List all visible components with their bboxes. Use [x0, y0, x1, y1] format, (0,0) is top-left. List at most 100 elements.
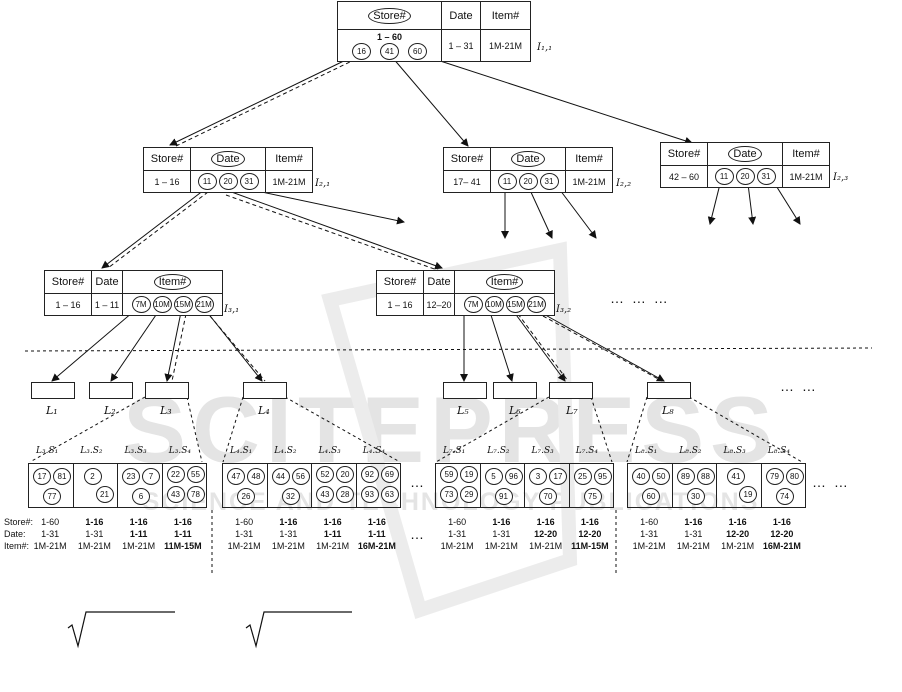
root-pointer-2: 41 — [380, 42, 399, 60]
date-pointer-2: 20 — [518, 173, 538, 190]
range-value: 12-20 — [726, 529, 750, 539]
range-value: 1-11 — [129, 529, 148, 539]
range-value: 1M-21M — [227, 541, 261, 551]
date-header-oval: Date — [728, 146, 762, 162]
date-pointer-3: 31 — [239, 173, 259, 190]
range-value: 1M-21M — [77, 541, 111, 551]
date-pointer-1: 11 — [197, 173, 217, 190]
leaf-node-7 — [549, 382, 593, 399]
item-pointer-2: 10M — [152, 296, 172, 313]
item-pointer-2: 10M — [484, 296, 504, 313]
range-value: 1-16 — [173, 517, 192, 527]
leaf-node-2 — [89, 382, 133, 399]
segment-label: L₃.S₂ — [80, 446, 103, 456]
range-value: 12-20 — [770, 529, 794, 539]
range-value: 1M-21M — [632, 541, 666, 551]
level3-node-2-label: I₃,₂ — [556, 304, 572, 315]
root-pointer-1: 16 — [352, 42, 371, 60]
store-header: Store# — [144, 148, 191, 170]
record-circle: 50 — [652, 468, 670, 485]
item-header: Item# — [491, 9, 520, 22]
level2-node-1-label: I₂,₁ — [315, 178, 331, 189]
range-value: 1-31 — [640, 529, 659, 539]
leaf-node-8 — [647, 382, 691, 399]
node-store-range: 1 – 16 — [377, 294, 424, 315]
record-circle: 93 — [360, 486, 379, 503]
range-value: 1-16 — [684, 517, 703, 527]
date-header: Date — [92, 271, 123, 293]
ellipsis-groups-1: … — [410, 474, 426, 490]
record-circle: 47 — [227, 468, 245, 485]
segment-label: L₈.S₃ — [723, 446, 746, 456]
record-circle: 89 — [676, 468, 695, 485]
range-value: 1M-21M — [529, 541, 563, 551]
record-circle: 19 — [739, 486, 757, 503]
range-value: 1-16 — [492, 517, 511, 527]
level2-node-3: Store# Date Item# 42 – 60 11 20 31 1M-21… — [660, 142, 830, 188]
record-circle: 20 — [336, 466, 354, 483]
leaf-node-3 — [145, 382, 189, 399]
range-value: 12-20 — [534, 529, 558, 539]
ellipsis-leaves: … … — [780, 378, 818, 394]
segment-label: L₈.S₁ — [635, 446, 658, 456]
leaf-node-6 — [493, 382, 537, 399]
record-circle: 21 — [95, 486, 114, 503]
record-circle: 88 — [696, 468, 715, 485]
range-value: 11M-15M — [164, 541, 202, 551]
record-circle: 74 — [775, 488, 794, 505]
record-circle: 80 — [785, 468, 804, 485]
segment-label: L₇.S₁ — [443, 446, 466, 456]
record-circle: 29 — [460, 486, 478, 503]
root-node-label: I₁,₁ — [537, 42, 553, 53]
range-value: 1-31 — [279, 529, 298, 539]
range-value: 1M-21M — [122, 541, 156, 551]
record-circle: 92 — [360, 466, 379, 483]
segment-label: L₃.S₃ — [124, 446, 147, 456]
leaf-label-2: L₂ — [104, 404, 116, 417]
range-value: 1-60 — [41, 517, 60, 527]
range-value: 1-16 — [85, 517, 104, 527]
level3-node-2: Store# Date Item# 1 – 16 12–20 7M 10M 15… — [376, 270, 555, 316]
range-value: 1M-21M — [676, 541, 710, 551]
range-value: 1-31 — [492, 529, 511, 539]
record-circle: 91 — [494, 488, 513, 505]
record-circle: 55 — [186, 466, 205, 483]
record-circle: 43 — [316, 486, 334, 503]
record-circle: 32 — [281, 488, 300, 505]
record-circle: 56 — [291, 468, 310, 485]
range-value: 1-31 — [448, 529, 467, 539]
item-header-oval: Item# — [153, 274, 192, 290]
root-date-range: 1 – 31 — [442, 30, 481, 61]
node-date-range: 12–20 — [424, 294, 455, 315]
leaf-label-6: L₆ — [509, 404, 521, 417]
level2-node-2-label: I₂,₂ — [616, 178, 632, 189]
record-circle: 59 — [440, 466, 458, 483]
leaf-label-3: L₃ — [160, 404, 172, 417]
range-value: 1M-21M — [316, 541, 350, 551]
date-header: Date — [442, 2, 481, 29]
date-pointer-2: 20 — [218, 173, 238, 190]
range-value: 1-16 — [279, 517, 298, 527]
store-header: Store# — [444, 148, 491, 170]
store-header: Store# — [661, 143, 708, 165]
